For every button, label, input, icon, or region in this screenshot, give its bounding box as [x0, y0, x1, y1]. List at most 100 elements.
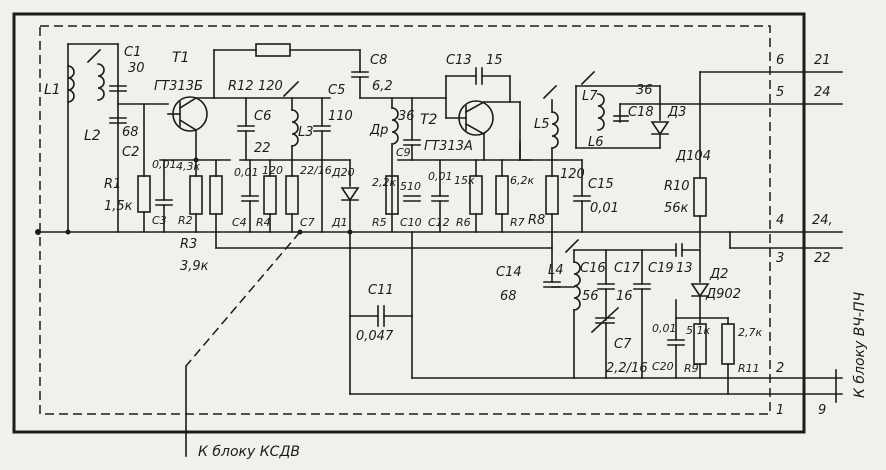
label-dr: Др [369, 123, 388, 138]
pin-4-label: 4 [776, 213, 784, 228]
label-r4: R4 [256, 216, 271, 229]
pin-22-label: 22 [814, 251, 831, 266]
vch-pch-block-label: К блоку ВЧ-ПЧ [852, 291, 868, 398]
r8-resistor [545, 175, 559, 215]
label-c4-value: 0,01 [234, 166, 259, 179]
pin-9-label: 9 [818, 403, 826, 418]
l4-coil [573, 261, 581, 311]
label-r2-value: 4,3к [176, 160, 200, 173]
r2-resistor [189, 175, 203, 215]
label-c15-value: 0,01 [590, 201, 619, 216]
label-c1-value: 30 [128, 61, 145, 76]
l7-coil [597, 93, 605, 131]
label-c14-value: 68 [500, 289, 517, 304]
t1-emitter [178, 118, 198, 132]
label-r11-value: 2,7к [738, 326, 762, 339]
l5-coil [551, 111, 559, 149]
label-d2-type: Д902 [705, 287, 741, 302]
r1-resistor [137, 175, 151, 213]
label-l6: L6 [588, 135, 604, 150]
label-c2-value: 68 [122, 125, 139, 140]
pin-5-label: 5 [776, 85, 784, 100]
label-c7b-value: 2,2/16 [606, 361, 648, 376]
label-r5-value: 2,2к [372, 176, 396, 189]
label-t1-type: ГТ313Б [154, 79, 203, 94]
r4-resistor [263, 175, 277, 215]
label-c18-value: 36 [636, 83, 653, 98]
label-r3: R3 [180, 237, 197, 252]
r3-resistor [209, 175, 223, 215]
label-d1-type: Д20 [331, 166, 355, 179]
label-c10-value: 510 [400, 180, 421, 193]
l3-coil [291, 109, 299, 147]
label-r8: R8 [528, 213, 545, 228]
label-c7: C7 [300, 216, 315, 229]
label-c13: C13 [446, 53, 472, 68]
label-c7-value: 22/16 [300, 164, 332, 177]
label-r12: R12 [228, 79, 254, 94]
label-c1: C1 [124, 45, 141, 60]
label-r2: R2 [178, 214, 193, 227]
label-l2: L2 [84, 128, 101, 144]
label-l3: L3 [298, 125, 314, 140]
label-c20: C20 [652, 360, 674, 373]
ground-bus-end-dot [35, 229, 41, 235]
label-r9-value: 5,1к [686, 324, 710, 337]
pin-24a-label: 24 [814, 85, 831, 100]
label-t1: T1 [172, 50, 189, 66]
label-r12-value: 120 [258, 79, 283, 94]
label-r1: R1 [104, 177, 121, 192]
label-c4: C4 [232, 216, 247, 229]
junction-dot [65, 229, 71, 235]
label-r6-value: 15к [454, 174, 475, 187]
label-c16-value: 56 [582, 289, 599, 304]
label-c13-value: 15 [486, 53, 503, 68]
pin-2-label: 2 [776, 361, 784, 376]
label-d3: Д3 [667, 105, 686, 120]
label-c16: C16 [580, 261, 606, 276]
label-r1-value: 1,5к [104, 199, 133, 214]
label-c10: C10 [400, 216, 422, 229]
l4-tuning-arrow [564, 238, 580, 254]
d1-diode [340, 187, 360, 202]
label-c6-value: 22 [254, 141, 271, 156]
l7-tuning-arrow [580, 70, 596, 86]
label-c5-value: 110 [328, 109, 353, 124]
pin-3-label: 3 [776, 251, 784, 266]
module-boundary [39, 25, 771, 415]
label-r7: R7 [510, 216, 525, 229]
label-r8-value: 120 [560, 167, 585, 182]
label-l7: L7 [582, 89, 598, 104]
dr-choke [391, 107, 399, 145]
label-r10: R10 [664, 179, 690, 194]
label-c3-value: 0,01 [152, 158, 177, 171]
label-r5: R5 [372, 216, 387, 229]
label-c8-value: 6,2 [372, 79, 393, 94]
label-c2: C2 [122, 145, 139, 160]
label-c17: C17 [614, 261, 640, 276]
l1-coil [67, 65, 75, 103]
label-c8: C8 [370, 53, 387, 68]
label-dr-value: 36 [398, 109, 415, 124]
c7-trimmer [285, 175, 299, 215]
c7b-tuning-arrow [590, 306, 620, 334]
label-r7-value: 6,2к [510, 174, 534, 187]
label-c14: C14 [496, 265, 522, 280]
r11-resistor [721, 323, 735, 365]
t2-collector [464, 100, 486, 114]
l2-coil [97, 63, 105, 101]
label-l5: L5 [534, 117, 550, 132]
d2-diode [690, 283, 710, 298]
label-t2-type: ГТ313А [424, 139, 473, 154]
label-r10-value: 56к [664, 201, 689, 216]
label-c6: C6 [254, 109, 271, 124]
label-c19: C19 [648, 261, 674, 276]
junction-dot [297, 229, 303, 235]
label-c5: C5 [328, 83, 345, 98]
label-r3-value: 3,9к [180, 259, 209, 274]
label-d1: Д1 [331, 216, 348, 229]
d3-diode [650, 121, 670, 136]
label-c20-value: 0,01 [652, 322, 677, 335]
label-c9: C9 [396, 146, 411, 159]
label-c12: C12 [428, 216, 450, 229]
